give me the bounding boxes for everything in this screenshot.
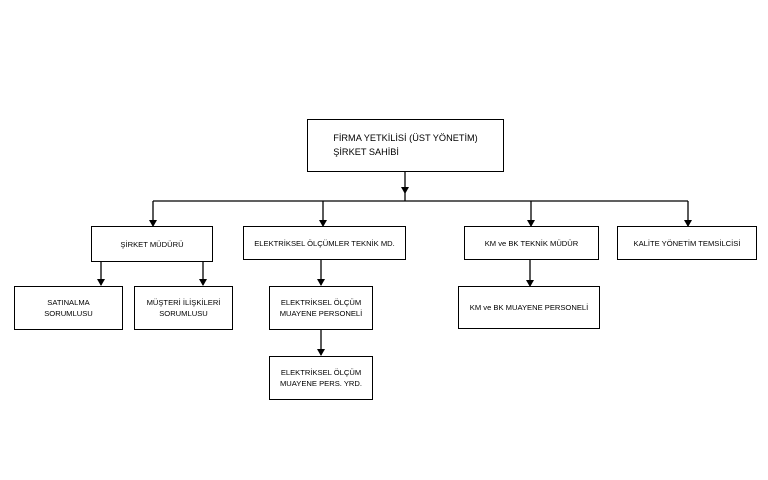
box-elektriksel-olcum-muayene-personeli: ELEKTRİKSEL ÖLÇÜM MUAYENE PERSONELİ (269, 286, 373, 330)
box-km-bk-teknik-mudur-label: KM ve BK TEKNİK MÜDÜR (484, 238, 579, 248)
box-musteri-iliskileri-sorumlusu: MÜŞTERİ İLİŞKİLERİ SORUMLUSU (134, 286, 233, 330)
box-elektriksel-olcumler-teknik-md: ELEKTRİKSEL ÖLÇÜMLER TEKNİK MD. (243, 226, 406, 260)
box-sirket-muduru: ŞİRKET MÜDÜRÜ (91, 226, 213, 262)
box-firma-yetkilisi-line2: ŞİRKET SAHİBİ (333, 146, 399, 157)
box-satinalma-line2: SORUMLUSU (44, 309, 93, 318)
box-kalite-yonetim-temsilcisi-label: KALİTE YÖNETİM TEMSİLCİSİ (633, 238, 741, 248)
box-elektriksel-personel-line2: MUAYENE PERSONELİ (279, 309, 363, 318)
box-musteri-line2: SORUMLUSU (159, 309, 208, 318)
box-firma-yetkilisi-line1: FİRMA YETKİLİSİ (ÜST YÖNETİM) (333, 133, 478, 144)
box-elektriksel-yrd-line1: ELEKTRİKSEL ÖLÇÜM (280, 368, 362, 377)
box-elektriksel-personel-line1: ELEKTRİKSEL ÖLÇÜM (280, 298, 362, 307)
box-kalite-yonetim-temsilcisi: KALİTE YÖNETİM TEMSİLCİSİ (617, 226, 757, 260)
box-km-bk-muayene-personeli-label: KM ve BK MUAYENE PERSONELİ (469, 303, 589, 312)
box-firma-yetkilisi: FİRMA YETKİLİSİ (ÜST YÖNETİM) ŞİRKET SAH… (307, 119, 504, 172)
box-musteri-line1: MÜŞTERİ İLİŞKİLERİ (146, 298, 221, 307)
box-satinalma-line1: SATINALMA (47, 298, 90, 307)
box-km-bk-teknik-mudur: KM ve BK TEKNİK MÜDÜR (464, 226, 599, 260)
box-km-bk-muayene-personeli: KM ve BK MUAYENE PERSONELİ (458, 286, 600, 329)
box-satinalma-sorumlusu: SATINALMA SORUMLUSU (14, 286, 123, 330)
box-elektriksel-olcum-muayene-pers-yrd: ELEKTRİKSEL ÖLÇÜM MUAYENE PERS. YRD. (269, 356, 373, 400)
box-elektriksel-olcumler-teknik-md-label: ELEKTRİKSEL ÖLÇÜMLER TEKNİK MD. (254, 238, 395, 248)
box-elektriksel-yrd-line2: MUAYENE PERS. YRD. (279, 379, 362, 388)
box-sirket-muduru-label: ŞİRKET MÜDÜRÜ (120, 239, 184, 249)
